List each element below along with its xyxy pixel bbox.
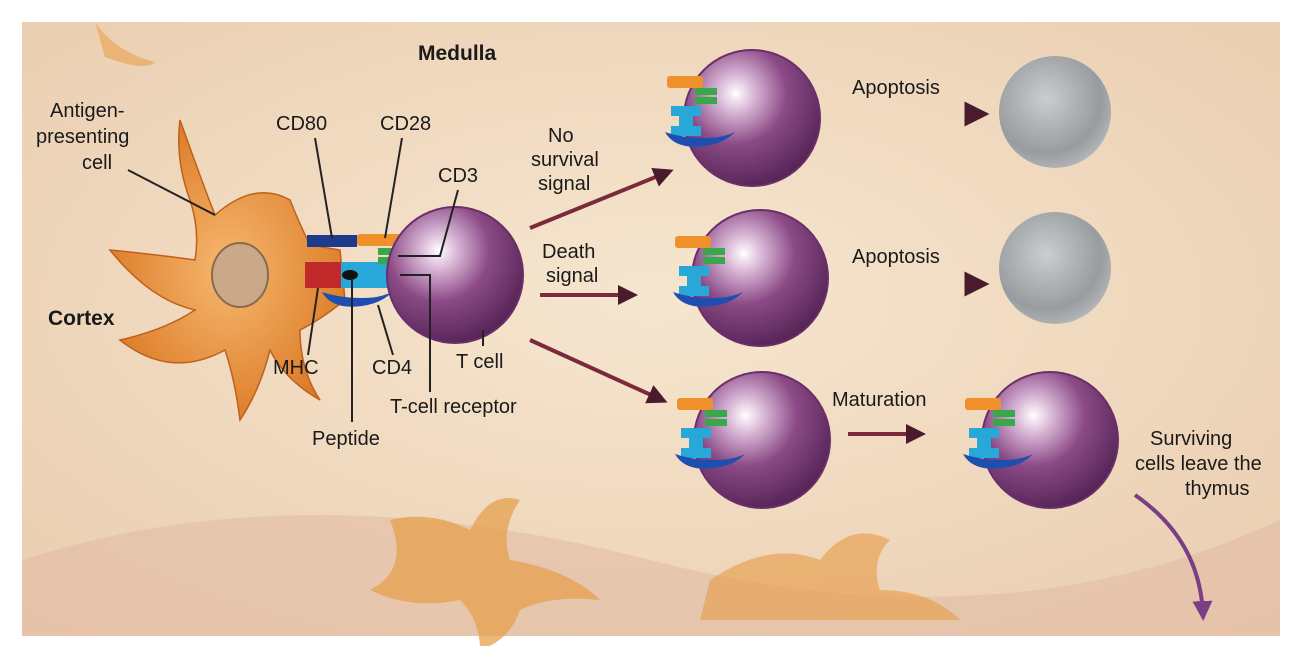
leader-tcr (400, 274, 431, 392)
apoptotic-cell-1 (999, 56, 1111, 168)
t-cell-maturing (693, 371, 831, 509)
label-surviving-2: cells leave the (1135, 453, 1262, 475)
leader-cd3 (398, 189, 459, 257)
label-apc-2: presenting (36, 126, 129, 148)
leader-cd4 (377, 304, 394, 356)
cd80-molecule (307, 235, 357, 247)
apoptotic-cell-2 (999, 212, 1111, 324)
arrow-to-no-survival (529, 167, 674, 230)
label-cortex: Cortex (48, 307, 115, 330)
label-no-survival-1: No (548, 125, 574, 147)
cd4-molecule (322, 292, 392, 307)
label-death-1: Death (542, 241, 595, 263)
label-t-cell: T cell (456, 351, 503, 373)
leader-cd28 (384, 137, 403, 239)
label-no-survival-3: signal (538, 173, 590, 195)
arrow-to-maturing (529, 338, 668, 404)
label-surviving-3: thymus (1185, 478, 1249, 500)
mhc-molecule (305, 262, 341, 288)
background-apc-2 (700, 533, 960, 620)
t-cell-death-signal (691, 209, 829, 347)
label-cd4: CD4 (372, 357, 412, 379)
label-surviving-1: Surviving (1150, 428, 1232, 450)
label-apc-3: cell (82, 152, 112, 174)
label-no-survival-2: survival (531, 149, 599, 171)
cd28-molecule (357, 234, 405, 246)
label-apc-1: Antigen- (50, 100, 125, 122)
lower-tissue (22, 515, 1280, 636)
label-maturation: Maturation (832, 389, 927, 411)
cd3-molecule-a (378, 248, 400, 255)
leader-cd80 (314, 137, 333, 239)
arrow-leave-thymus (1133, 493, 1213, 621)
label-tcr: T-cell receptor (390, 396, 517, 418)
corner-dendrite (95, 22, 155, 66)
label-peptide: Peptide (312, 428, 380, 450)
peptide-molecule (342, 270, 358, 280)
background-apc-1 (370, 498, 600, 650)
t-cell-central (386, 206, 524, 344)
t-cell-no-survival (683, 49, 821, 187)
label-apoptosis-1: Apoptosis (852, 77, 940, 99)
label-apoptosis-2: Apoptosis (852, 246, 940, 268)
label-medulla: Medulla (418, 42, 496, 65)
label-cd3: CD3 (438, 165, 478, 187)
leader-mhc (307, 287, 319, 356)
apc-nucleus (211, 242, 269, 308)
label-cd28: CD28 (380, 113, 431, 135)
label-cd80: CD80 (276, 113, 327, 135)
leader-apc (127, 169, 216, 216)
label-death-2: signal (546, 265, 598, 287)
label-mhc: MHC (273, 357, 319, 379)
t-cell-mature (981, 371, 1119, 509)
